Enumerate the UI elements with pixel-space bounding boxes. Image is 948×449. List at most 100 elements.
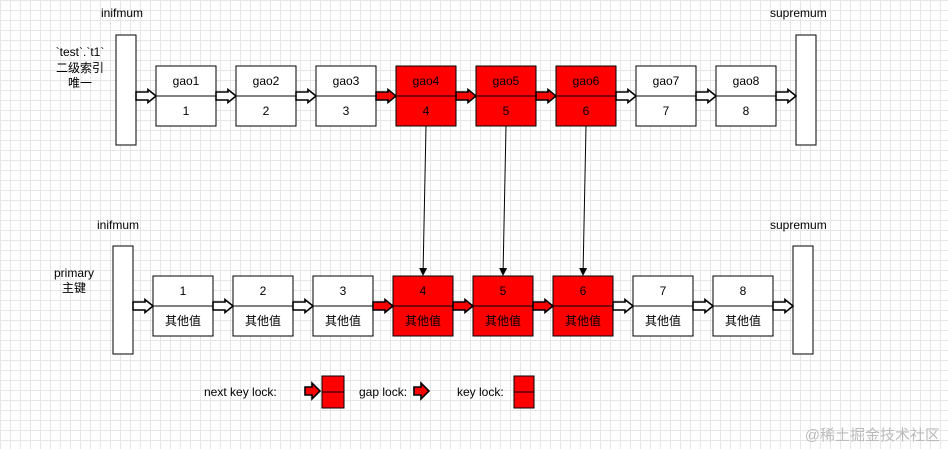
record-link-arrow-icon [212, 297, 235, 315]
bottom-infimum-label: inifmum [97, 218, 139, 232]
record-key-text: 6 [580, 284, 587, 298]
top_index-record: gao1 1 [155, 65, 217, 127]
record-link-arrow-icon [612, 297, 635, 315]
record-value-text: 其他值 [245, 313, 281, 328]
record-key-text: 4 [420, 284, 427, 298]
record-link-arrow-icon [372, 297, 395, 315]
infimum-link-arrow-icon [135, 87, 158, 105]
record-value-text: 其他值 [485, 313, 521, 328]
bottom-supremum-box [792, 245, 814, 355]
record-value-text: 6 [583, 104, 590, 118]
pointer-line [499, 125, 508, 276]
record-value-cell [152, 305, 214, 337]
record-value-cell [472, 305, 534, 337]
pointer-line [419, 125, 428, 276]
top_index-record: gao8 8 [715, 65, 777, 127]
record-value-cell [155, 95, 217, 127]
record-key-text: gao3 [333, 74, 360, 88]
record-value-cell [235, 95, 297, 127]
record-value-text: 1 [183, 104, 190, 118]
record-value-text: 其他值 [645, 313, 681, 328]
record-value-text: 2 [263, 104, 270, 118]
record-key-text: 5 [500, 284, 507, 298]
record-value-cell [712, 305, 774, 337]
bottom_index-record: 7 其他值 [632, 275, 694, 337]
top_index-record: gao2 2 [235, 65, 297, 127]
record-key-cell [232, 275, 294, 307]
record-key-text: 8 [740, 284, 747, 298]
watermark: @稀土掘金技术社区 [805, 427, 940, 444]
record-value-cell [635, 95, 697, 127]
record-key-text: gao1 [173, 74, 200, 88]
record-key-text: gao8 [733, 74, 760, 88]
index-pointer-lines [419, 125, 588, 276]
bottom-supremum-label: supremum [770, 218, 827, 232]
legend-next-key-lock-box-bottom [321, 391, 345, 409]
record-key-cell [555, 65, 617, 97]
record-key-cell [552, 275, 614, 307]
record-link-arrow-icon [692, 297, 715, 315]
record-key-text: 7 [660, 284, 667, 298]
pointer-line [579, 125, 588, 276]
top-infimum-box [115, 34, 137, 146]
legend-gap-lock-label: gap lock: [359, 385, 407, 399]
record-value-text: 其他值 [725, 313, 761, 328]
record-key-text: gao4 [413, 74, 440, 88]
record-link-arrow-icon [455, 87, 478, 105]
record-value-text: 7 [663, 104, 670, 118]
record-value-text: 其他值 [565, 313, 601, 328]
record-link-arrow-icon [292, 297, 315, 315]
record-key-cell [632, 275, 694, 307]
record-value-cell [552, 305, 614, 337]
record-value-cell [475, 95, 537, 127]
record-key-cell [392, 275, 454, 307]
bottom_index-record: 5 其他值 [472, 275, 534, 337]
infimum-link-arrow-icon [132, 297, 155, 315]
top-supremum-label: supremum [770, 6, 827, 20]
top_index-record: gao4 4 [395, 65, 457, 127]
record-value-text: 8 [743, 104, 750, 118]
record-key-cell [312, 275, 374, 307]
top-index-label-line3: 唯一 [68, 76, 92, 90]
record-key-text: gao2 [253, 74, 280, 88]
record-link-arrow-icon [532, 297, 555, 315]
record-value-cell [715, 95, 777, 127]
record-link-arrow-icon [615, 87, 638, 105]
record-key-cell [712, 275, 774, 307]
legend-key-lock-box-top [513, 375, 535, 393]
top-infimum-label: inifmum [101, 6, 143, 20]
top_index-record: gao5 5 [475, 65, 537, 127]
record-key-text: 3 [340, 284, 347, 298]
bottom-index-label: primary 主键 [54, 266, 94, 295]
record-value-cell [555, 95, 617, 127]
record-value-text: 5 [503, 104, 510, 118]
record-value-text: 其他值 [165, 313, 201, 328]
record-link-arrow-icon [772, 297, 795, 315]
legend-key-lock-box-bottom [513, 391, 535, 409]
record-value-cell [312, 305, 374, 337]
record-value-cell [392, 305, 454, 337]
legend-gap-lock-arrow-icon [413, 381, 431, 401]
record-link-arrow-icon [452, 297, 475, 315]
record-value-cell [632, 305, 694, 337]
record-value-cell [315, 95, 377, 127]
top-index-label: `test`.`t1` 二级索引 唯一 [56, 45, 105, 90]
top-index-label-line1: `test`.`t1` [56, 45, 105, 59]
record-link-arrow-icon [375, 87, 398, 105]
record-link-arrow-icon [215, 87, 238, 105]
bottom_index-record: 8 其他值 [712, 275, 774, 337]
record-key-text: 2 [260, 284, 267, 298]
record-key-cell [155, 65, 217, 97]
bottom_index-record: 4 其他值 [392, 275, 454, 337]
record-value-text: 4 [423, 104, 430, 118]
bottom_index-record: 6 其他值 [552, 275, 614, 337]
record-value-text: 其他值 [405, 313, 441, 328]
record-key-text: gao5 [493, 74, 520, 88]
bottom_index-record: 2 其他值 [232, 275, 294, 337]
